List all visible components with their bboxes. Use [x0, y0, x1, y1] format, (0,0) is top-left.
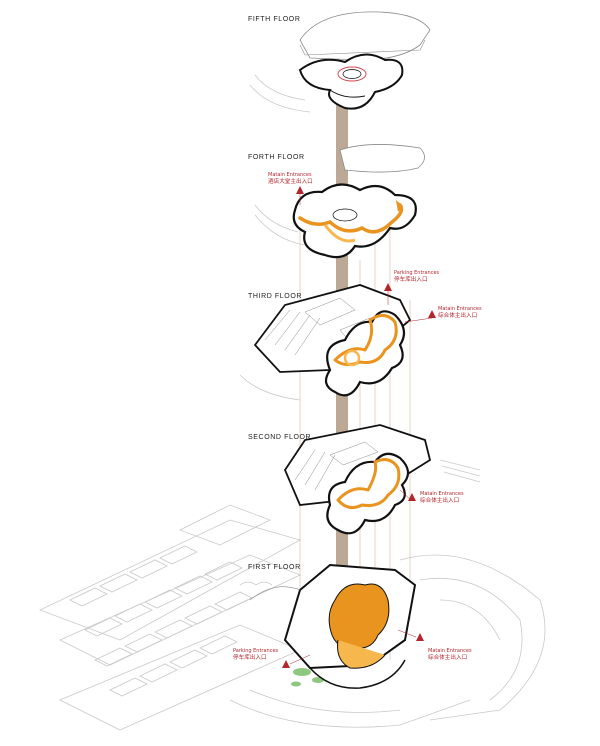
floor-plate-third	[239, 284, 412, 401]
annotation-parking-entrance-first: Parking Entrances 停车库出入口	[233, 648, 278, 661]
entrance-markers	[282, 186, 436, 668]
annotation-en: Matain Entrances	[268, 172, 312, 178]
annotation-en: Parking Entrances	[394, 270, 440, 276]
floor-plate-second	[283, 424, 481, 535]
annotation-main-entrance-first: Matain Entrances 综合体主出入口	[428, 648, 472, 661]
circulation-path-second	[336, 458, 401, 510]
floor-plate-forth	[254, 144, 425, 259]
annotation-main-entrance-third: Matain Entrances 综合体主出入口	[438, 306, 482, 319]
floor-label-forth: FORTH FLOOR	[248, 154, 305, 161]
annotation-cn: 停车库出入口	[394, 276, 428, 283]
circulation-fill-first	[328, 583, 390, 649]
annotation-en: Matain Entrances	[438, 306, 482, 312]
floor-plate-fifth	[249, 11, 431, 113]
annotation-cn: 综合体主出入口	[428, 654, 468, 661]
floor-label-second: SECOND FLOOR	[248, 434, 312, 441]
annotation-hotel-lobby-entrance: Matain Entrances 酒店大堂主出入口	[268, 172, 313, 185]
circulation-path-third	[333, 314, 398, 367]
leader-lines	[289, 194, 433, 665]
annotation-en: Matain Entrances	[428, 648, 472, 654]
floor-label-third: THIRD FLOOR	[248, 293, 303, 300]
annotation-en: Matain Entrances	[420, 491, 464, 497]
annotation-cn: 酒店大堂主出入口	[268, 178, 313, 185]
floor-label-fifth: FIFTH FLOOR	[248, 16, 301, 23]
annotation-parking-entrance-third: Parking Entrances 停车库出入口	[394, 270, 439, 283]
annotation-cn: 综合体主出入口	[438, 312, 478, 319]
annotation-cn: 停车库出入口	[233, 654, 267, 661]
annotation-cn: 综合体主出入口	[420, 497, 460, 504]
floor-plate-first	[249, 563, 417, 689]
circulation-path-forth	[298, 203, 404, 234]
annotation-en: Parking Entrances	[233, 648, 279, 654]
landscape-green	[291, 668, 324, 687]
floor-label-first: FIRST FLOOR	[248, 564, 301, 571]
site-context-linework	[38, 504, 546, 731]
annotation-main-entrance-second: Matain Entrances 综合体主出入口	[420, 491, 464, 504]
